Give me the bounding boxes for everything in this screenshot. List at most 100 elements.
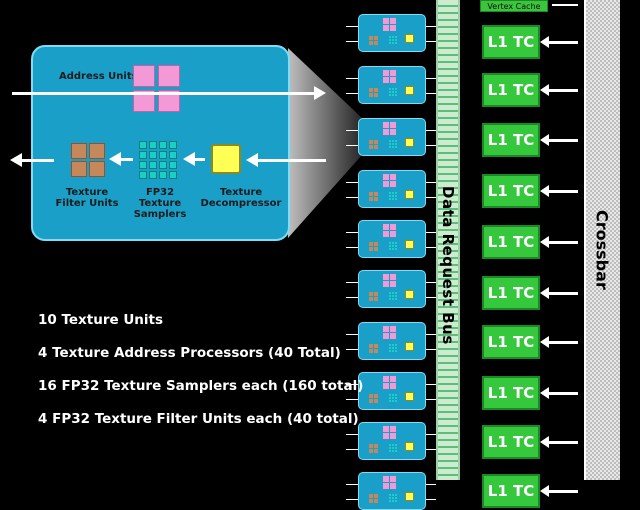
mini-unit-arrow: [346, 384, 358, 385]
stat-address-processors: 4 Texture Address Processors (40 Total): [38, 345, 341, 361]
mini-unit-arrow: [346, 499, 358, 500]
crossbar-to-l1-arrow: [540, 236, 578, 248]
mini-filter-units: [369, 242, 378, 251]
mini-decompressor: [405, 34, 414, 43]
mini-decompressor: [405, 138, 414, 147]
mini-unit-arrow: [426, 26, 436, 27]
mini-decompressor: [405, 86, 414, 95]
crossbar-to-l1-arrow: [540, 36, 578, 48]
mini-samplers: [389, 36, 397, 44]
l1-texture-cache: L1 TC: [482, 376, 540, 410]
mini-unit-arrow: [346, 197, 358, 198]
mini-samplers: [389, 494, 397, 502]
mini-unit-arrow: [426, 78, 436, 79]
crossbar-to-l1-arrow: [540, 84, 578, 96]
mini-unit-arrow: [426, 499, 436, 500]
mini-address-units: [383, 18, 396, 31]
mini-unit-arrow: [346, 232, 358, 233]
data-in-arrow: [256, 159, 326, 162]
l1-texture-cache: L1 TC: [482, 25, 540, 59]
mini-unit-arrow: [346, 247, 358, 248]
mini-unit-arrow: [426, 197, 436, 198]
l1-texture-cache: L1 TC: [482, 474, 540, 508]
mini-samplers: [389, 344, 397, 352]
l1-texture-cache: L1 TC: [482, 425, 540, 459]
mini-address-units: [383, 426, 396, 439]
mini-unit-arrow: [426, 399, 436, 400]
l1-texture-cache: L1 TC: [482, 276, 540, 310]
mini-texture-unit: [358, 372, 426, 410]
mini-samplers: [389, 444, 397, 452]
vertex-cache: Vertex Cache: [480, 0, 548, 12]
crossbar-to-l1-arrow: [540, 387, 578, 399]
vertex-cache-arrow: [552, 4, 578, 6]
mini-decompressor: [405, 190, 414, 199]
mini-address-units: [383, 70, 396, 83]
crossbar-to-l1-arrow: [540, 134, 578, 146]
mini-unit-arrow: [426, 145, 436, 146]
mini-decompressor: [405, 342, 414, 351]
mini-decompressor: [405, 290, 414, 299]
samplers-label: FP32 Texture Samplers: [133, 187, 187, 220]
mini-unit-arrow: [426, 247, 436, 248]
mini-address-units: [383, 122, 396, 135]
mini-unit-arrow: [426, 434, 436, 435]
mini-unit-arrow: [426, 349, 436, 350]
stat-texture-samplers: 16 FP32 Texture Samplers each (160 total…: [38, 378, 364, 394]
mini-unit-arrow: [346, 26, 358, 27]
mini-address-units: [383, 274, 396, 287]
mini-samplers: [389, 140, 397, 148]
mini-unit-arrow: [426, 449, 436, 450]
mini-decompressor: [405, 392, 414, 401]
mini-texture-unit: [358, 472, 426, 510]
crossbar-to-l1-arrow: [540, 336, 578, 348]
mini-texture-unit: [358, 322, 426, 360]
stat-filter-units: 4 FP32 Texture Filter Units each (40 tot…: [38, 411, 359, 427]
mini-unit-arrow: [346, 282, 358, 283]
mini-unit-arrow: [346, 434, 358, 435]
mini-filter-units: [369, 444, 378, 453]
filtered-out-arrow: [22, 159, 54, 162]
mini-unit-arrow: [346, 93, 358, 94]
crossbar-label: Crossbar: [592, 210, 612, 290]
l1-texture-cache: L1 TC: [482, 174, 540, 208]
mini-unit-arrow: [346, 399, 358, 400]
mini-unit-arrow: [346, 145, 358, 146]
crossbar-to-l1-arrow: [540, 185, 578, 197]
mini-unit-arrow: [346, 334, 358, 335]
mini-filter-units: [369, 344, 378, 353]
mini-unit-arrow: [426, 384, 436, 385]
mini-texture-unit: [358, 118, 426, 156]
mini-texture-unit: [358, 422, 426, 460]
mini-samplers: [389, 88, 397, 96]
address-units-grid: [133, 65, 180, 112]
data-request-bus-label: Data Request Bus: [439, 185, 457, 345]
mini-unit-arrow: [346, 78, 358, 79]
mini-samplers: [389, 192, 397, 200]
mini-unit-arrow: [426, 334, 436, 335]
filter-units-grid: [71, 143, 105, 177]
mini-unit-arrow: [346, 182, 358, 183]
mini-texture-unit: [358, 220, 426, 258]
mini-address-units: [383, 476, 396, 489]
mini-filter-units: [369, 494, 378, 503]
mini-filter-units: [369, 292, 378, 301]
mini-address-units: [383, 376, 396, 389]
decomp-to-sampler-arrow: [193, 158, 205, 161]
mini-filter-units: [369, 394, 378, 403]
mini-unit-arrow: [346, 484, 358, 485]
mini-samplers: [389, 242, 397, 250]
crossbar-to-l1-arrow: [540, 436, 578, 448]
crossbar-to-l1-arrow: [540, 287, 578, 299]
mini-address-units: [383, 174, 396, 187]
l1-texture-cache: L1 TC: [482, 73, 540, 107]
l1-texture-cache: L1 TC: [482, 225, 540, 259]
mini-texture-unit: [358, 14, 426, 52]
mini-address-units: [383, 224, 396, 237]
mini-filter-units: [369, 192, 378, 201]
data-request-bus: [436, 0, 460, 480]
mini-unit-arrow: [426, 41, 436, 42]
mini-unit-arrow: [426, 282, 436, 283]
decompressor-label: Texture Decompressor: [200, 187, 282, 209]
mini-unit-arrow: [346, 349, 358, 350]
